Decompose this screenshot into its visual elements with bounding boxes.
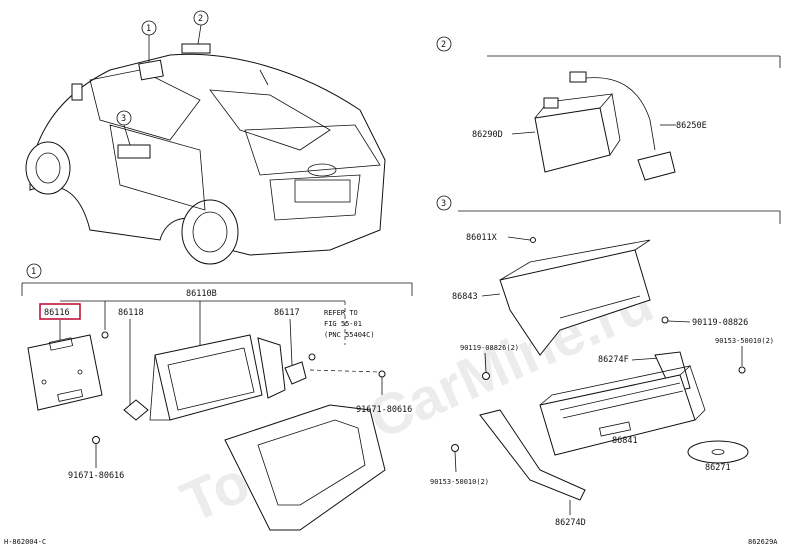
part-90153-50010-top: 90153-50010(2) — [715, 337, 774, 345]
part-86250E: 86250E — [676, 121, 707, 131]
vehicle-illustration — [25, 43, 386, 265]
part-86290D: 86290D — [472, 130, 503, 140]
part-86271: 86271 — [705, 463, 731, 473]
callout-3-car: 3 — [116, 110, 132, 146]
part-86118: 86118 — [118, 308, 144, 318]
part-86843: 86843 — [452, 292, 478, 302]
refer-note-line3: (PNC 55404C) — [324, 331, 375, 339]
refer-note-line2: FIG 55-01 — [324, 320, 362, 328]
callout-1-car: 1 — [141, 20, 157, 62]
svg-text:1: 1 — [31, 267, 36, 277]
part-91671-80616-right: 91671-80616 — [356, 405, 412, 415]
part-90119-08826-top: 90119-08826 — [692, 318, 748, 328]
module-86290D — [534, 107, 611, 173]
part-86274D: 86274D — [555, 518, 586, 528]
part-86274F: 86274F — [598, 355, 629, 365]
disc-86271 — [687, 440, 749, 464]
section-1: 1 86110B 86116 86118 86117 REFER TO FI — [21, 263, 413, 531]
circuit-board-86116 — [27, 334, 103, 411]
part-86116[interactable]: 86116 — [44, 308, 70, 318]
part-90119-08826-left: 90119-08826(2) — [460, 344, 519, 352]
svg-text:3: 3 — [441, 199, 446, 209]
footer-code-left: H-862004-C — [4, 538, 46, 546]
bracket-86274D — [479, 409, 586, 501]
refer-note-line1: REFER TO — [324, 309, 358, 317]
svg-text:2: 2 — [198, 14, 203, 24]
bezel — [224, 404, 386, 531]
section-2: 2 86290D 86250E — [436, 36, 781, 181]
part-86841: 86841 — [612, 436, 638, 446]
display-86110B — [154, 334, 263, 421]
part-86117: 86117 — [274, 308, 300, 318]
part-90153-50010-bottom: 90153-50010(2) — [430, 478, 489, 486]
part-91671-80616-left: 91671-80616 — [68, 471, 124, 481]
svg-text:3: 3 — [121, 114, 126, 124]
callout-2-car: 2 — [193, 10, 209, 45]
svg-text:1: 1 — [146, 24, 151, 34]
section-3: 3 86011X 86843 90119-08826 90119-08826(2… — [430, 195, 781, 528]
part-86110B: 86110B — [186, 289, 217, 299]
svg-text:2: 2 — [441, 40, 446, 50]
antenna-86250E — [637, 151, 676, 181]
footer-code-right: 862629A — [748, 538, 778, 546]
part-86011X: 86011X — [466, 233, 498, 243]
highlight-86116 — [39, 303, 81, 320]
